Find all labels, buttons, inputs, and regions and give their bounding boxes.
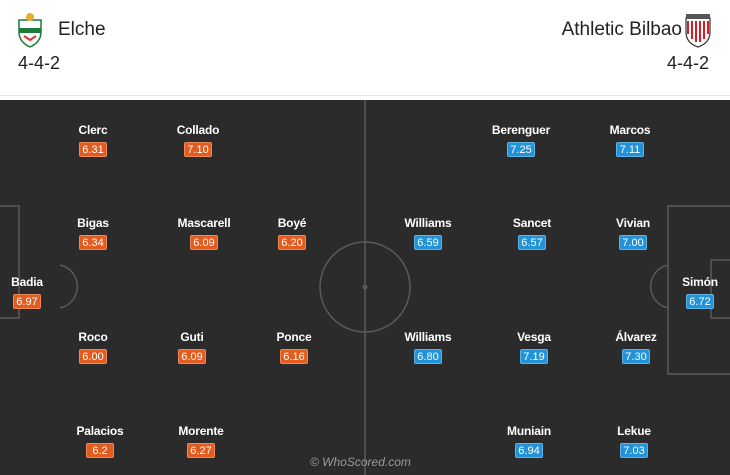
away-formation: 4-4-2 <box>666 53 709 73</box>
player-rating-badge: 6.27 <box>187 443 215 458</box>
player-name: Williams <box>404 216 452 230</box>
player-rating-badge: 7.11 <box>616 142 644 157</box>
player-name: Álvarez <box>615 330 657 344</box>
player-rating-badge: 6.2 <box>86 443 114 458</box>
home-player[interactable]: Mascarell 6.09 <box>174 216 234 260</box>
player-name: Ponce <box>276 330 312 344</box>
player-rating-badge: 6.57 <box>518 235 546 250</box>
athletic-bilbao-crest-icon <box>685 14 711 48</box>
player-rating-badge: 6.34 <box>79 235 107 250</box>
player-name: Boyé <box>277 216 307 230</box>
player-name: Guti <box>180 330 204 344</box>
home-formation: 4-4-2 <box>18 53 61 73</box>
home-player[interactable]: Bigas 6.34 <box>63 216 123 260</box>
home-player[interactable]: Ponce 6.16 <box>264 330 324 374</box>
home-player[interactable]: Roco 6.00 <box>63 330 123 374</box>
player-name: Berenguer <box>491 123 551 137</box>
player-rating-badge: 7.00 <box>619 235 647 250</box>
player-name: Collado <box>176 123 220 137</box>
player-rating-badge: 6.94 <box>515 443 543 458</box>
player-rating-badge: 6.16 <box>280 349 308 364</box>
player-rating-badge: 6.97 <box>13 294 41 309</box>
player-name: Vesga <box>517 330 551 344</box>
away-player[interactable]: Vesga 7.19 <box>504 330 564 374</box>
home-player[interactable]: Boyé 6.20 <box>262 216 322 260</box>
home-player[interactable]: Clerc 6.31 <box>63 123 123 167</box>
player-name: Simón <box>682 275 718 289</box>
player-rating-badge: 6.09 <box>178 349 206 364</box>
home-player[interactable]: Morente 6.27 <box>171 424 231 468</box>
home-player[interactable]: Collado 7.10 <box>168 123 228 167</box>
player-rating-badge: 7.19 <box>520 349 548 364</box>
player-name: Roco <box>78 330 108 344</box>
player-rating-badge: 6.72 <box>686 294 714 309</box>
player-name: Clerc <box>78 123 108 137</box>
away-player[interactable]: Williams 6.59 <box>398 216 458 260</box>
elche-crest-icon <box>18 13 42 48</box>
player-name: Badia <box>11 275 43 289</box>
away-team-name[interactable]: Athletic Bilbao <box>561 19 682 40</box>
player-name: Mascarell <box>177 216 231 230</box>
whoscored-credit: © WhoScored.com <box>310 455 411 469</box>
player-rating-badge: 7.25 <box>507 142 535 157</box>
player-name: Williams <box>404 330 452 344</box>
player-rating-badge: 6.09 <box>190 235 218 250</box>
player-name: Bigas <box>77 216 109 230</box>
away-player[interactable]: Berenguer 7.25 <box>491 123 551 167</box>
away-player[interactable]: Vivian 7.00 <box>603 216 663 260</box>
player-name: Vivian <box>616 216 650 230</box>
player-rating-badge: 7.03 <box>620 443 648 458</box>
player-name: Sancet <box>512 216 552 230</box>
away-player[interactable]: Muniain 6.94 <box>499 424 559 468</box>
player-name: Marcos <box>609 123 651 137</box>
player-name: Lekue <box>617 424 651 438</box>
player-rating-badge: 6.31 <box>79 142 107 157</box>
home-player[interactable]: Palacios 6.2 <box>70 424 130 468</box>
away-player[interactable]: Williams 6.80 <box>398 330 458 374</box>
player-rating-badge: 6.20 <box>278 235 306 250</box>
player-name: Morente <box>178 424 224 438</box>
pitch-markings <box>0 100 730 475</box>
away-player[interactable]: Álvarez 7.30 <box>606 330 666 374</box>
player-name: Palacios <box>76 424 124 438</box>
home-team-name[interactable]: Elche <box>58 19 106 40</box>
away-player[interactable]: Lekue 7.03 <box>604 424 664 468</box>
player-rating-badge: 7.30 <box>622 349 650 364</box>
home-player[interactable]: Guti 6.09 <box>162 330 222 374</box>
player-rating-badge: 6.00 <box>79 349 107 364</box>
home-player[interactable]: Badia 6.97 <box>0 275 57 319</box>
player-rating-badge: 6.80 <box>414 349 442 364</box>
player-rating-badge: 6.59 <box>414 235 442 250</box>
away-player[interactable]: Simón 6.72 <box>670 275 730 319</box>
away-player[interactable]: Marcos 7.11 <box>600 123 660 167</box>
away-player[interactable]: Sancet 6.57 <box>502 216 562 260</box>
player-rating-badge: 7.10 <box>184 142 212 157</box>
player-name: Muniain <box>507 424 551 438</box>
match-header: Elche 4-4-2 Athletic Bilbao 4-4-2 <box>0 0 730 96</box>
